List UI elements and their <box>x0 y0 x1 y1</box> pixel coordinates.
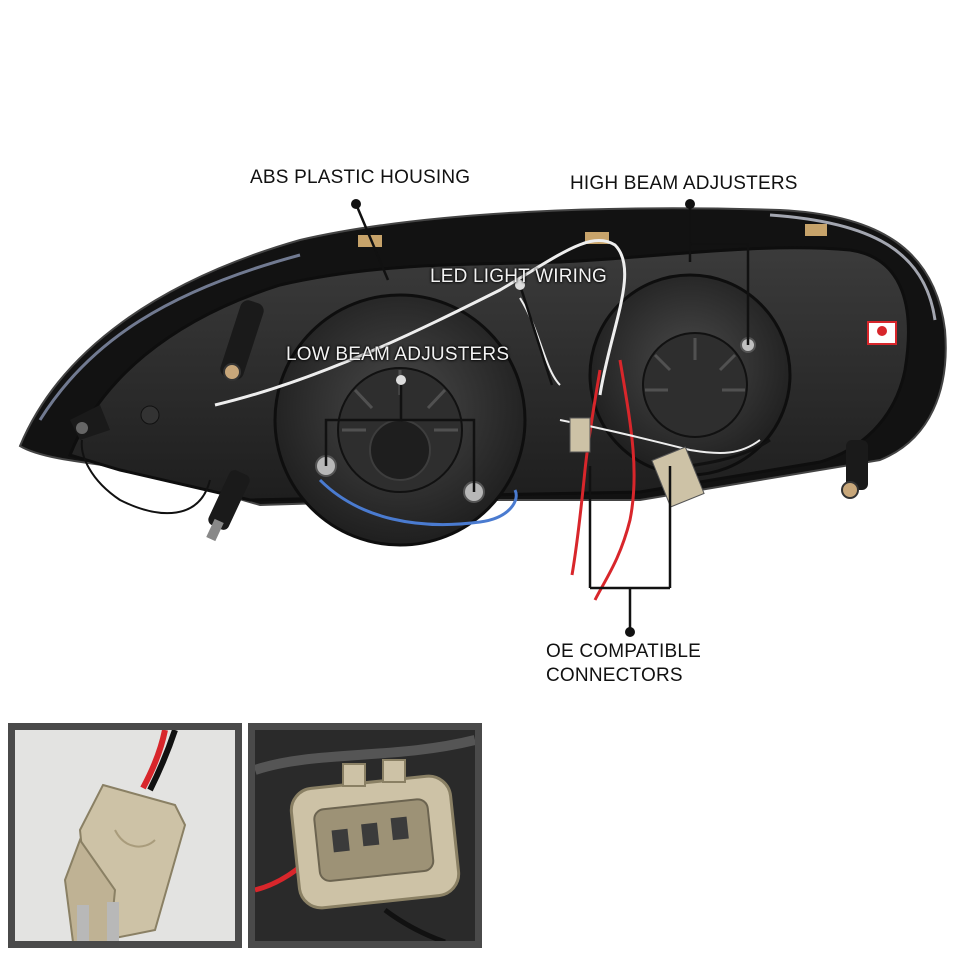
callout-dot-led <box>515 280 525 290</box>
label-high-beam-adjusters: HIGH BEAM ADJUSTERS <box>570 173 798 194</box>
connector-small <box>569 417 591 453</box>
callout-dot-high-beam <box>685 199 695 209</box>
label-led-light-wiring: LED LIGHT WIRING <box>430 266 608 287</box>
label-oe-line2: CONNECTORS <box>546 665 683 686</box>
callout-dot-housing <box>351 199 361 209</box>
label-abs-housing: ABS PLASTIC HOUSING <box>250 167 471 188</box>
callout-dot-connectors <box>625 627 635 637</box>
label-low-beam-adjusters: LOW BEAM ADJUSTERS <box>286 344 510 365</box>
multi-pin-connector-photo <box>255 730 475 941</box>
callout-dot-low-beam <box>396 375 406 385</box>
label-oe-connectors: OE COMPATIBLE CONNECTORS <box>546 640 701 688</box>
headlight-illustration <box>18 199 947 637</box>
connector-large <box>651 446 705 508</box>
label-oe-line1: OE COMPATIBLE <box>546 641 701 662</box>
inset-multi-pin-connector <box>248 723 482 948</box>
inset-bulb-connector <box>8 723 242 948</box>
bulb-connector-photo <box>63 730 187 941</box>
